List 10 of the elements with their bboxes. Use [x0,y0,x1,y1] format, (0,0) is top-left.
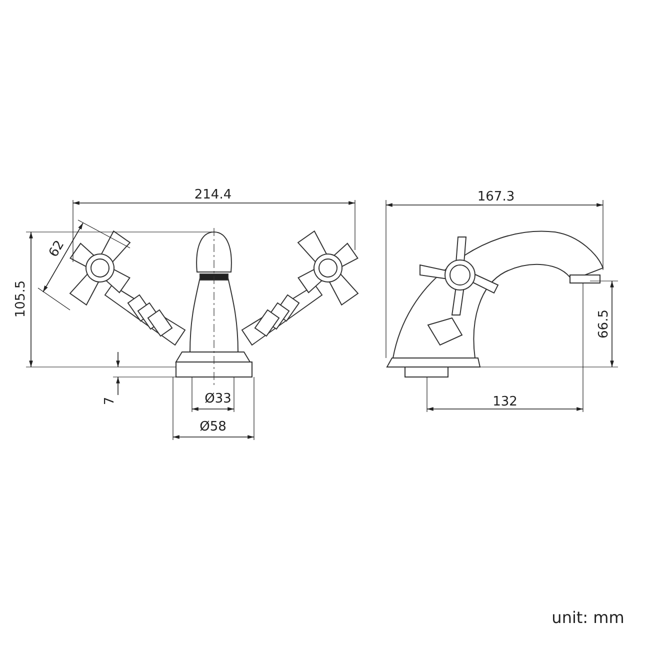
dimension-value: 62 [47,238,67,260]
dimension-value: 66.5 [598,310,610,338]
dimension-value: 214.4 [194,188,232,202]
dimension-value: Ø33 [204,392,232,406]
dimension-value: Ø58 [200,420,226,434]
dimension-value: 7 [104,396,116,406]
unit-note: unit: mm [552,610,624,626]
dimension-value: 132 [492,396,518,408]
dimension-value: 167.3 [477,190,515,204]
dimension-value: 105.5 [14,280,28,318]
